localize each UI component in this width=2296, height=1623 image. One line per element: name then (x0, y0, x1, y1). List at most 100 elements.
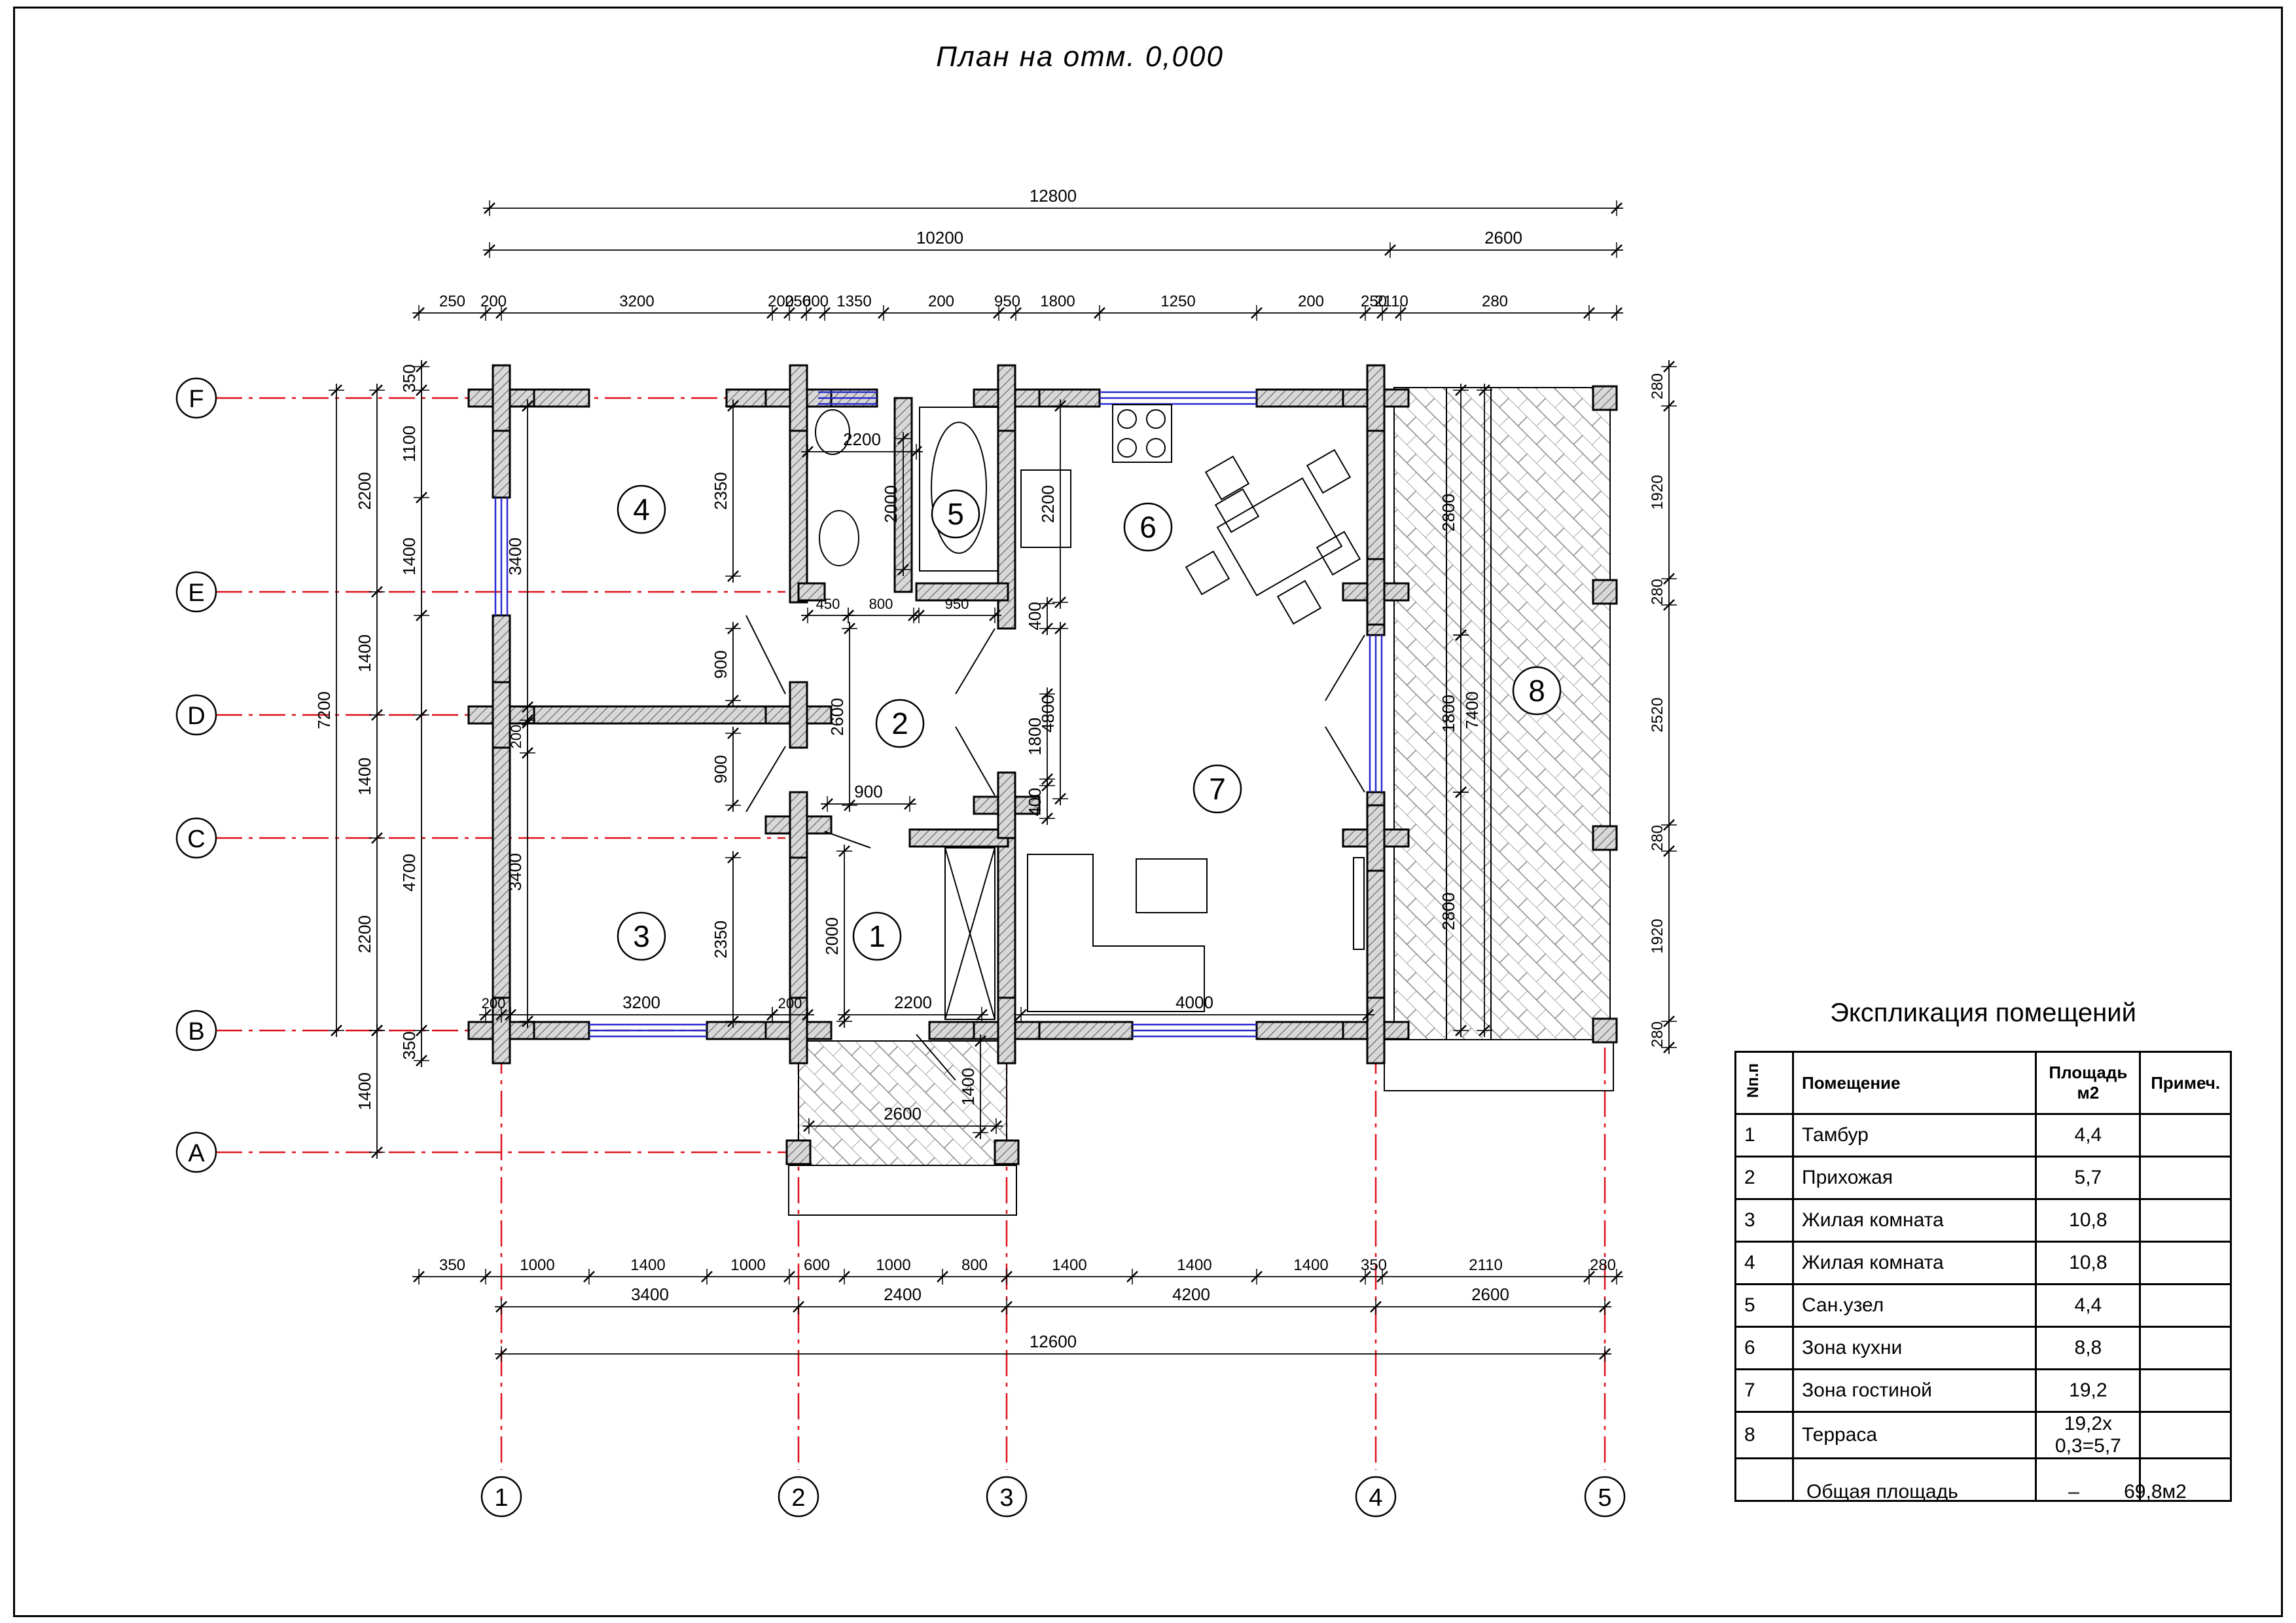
room-number-8: 8 (1528, 674, 1545, 708)
burner (1146, 438, 1166, 458)
axis-label-row-A: A (188, 1140, 205, 1167)
dim-top-chain: 200 (768, 293, 794, 310)
room-number-3: 3 (633, 919, 650, 953)
dim-bottom-chain: 1400 (1177, 1256, 1211, 1274)
total-area-label: Общая площадь (1806, 1481, 1958, 1503)
door-swing (745, 615, 786, 695)
room-number-2: 2 (891, 706, 908, 740)
wall (492, 614, 511, 1042)
explication-cell-n: 3 (1734, 1198, 1795, 1243)
explication-cell-note (2139, 1457, 2232, 1502)
door-swing (824, 831, 871, 848)
explication-cell-note (2139, 1411, 2232, 1459)
header-room: Помещение (1792, 1051, 2037, 1115)
dim-interior: 3200 (622, 993, 660, 1012)
kitchen-sink (1020, 469, 1071, 548)
chair (1204, 455, 1250, 501)
post (785, 1139, 812, 1165)
axis-label-col-4: 4 (1369, 1484, 1382, 1512)
dim-top-chain: 200 (480, 293, 507, 310)
axis-label-row-B: B (188, 1018, 204, 1046)
dim-right-outer: 2520 (1649, 697, 1666, 732)
explication-cell-area (2035, 1457, 2142, 1502)
dim-interior: 2200 (843, 429, 881, 449)
wall-cap-v (789, 791, 808, 859)
dim-top-total: 12800 (1030, 186, 1077, 206)
post (1592, 385, 1618, 411)
explication-cell-area: 19,2х 0,3=5,7 (2035, 1411, 2142, 1459)
room-number-6: 6 (1139, 510, 1157, 544)
axis-bubble-col (480, 1476, 522, 1518)
explication-cell-n: 4 (1734, 1241, 1795, 1285)
dim-right-inner: 2800 (1439, 494, 1458, 532)
explication-cell-note (2139, 1156, 2232, 1200)
explication-title: Экспликация помещений (1830, 998, 2136, 1027)
dim-interior: 2350 (711, 472, 730, 510)
wall-cap-v (1366, 804, 1386, 872)
dim-bottom-chain: 280 (1590, 1256, 1616, 1274)
explication-row (1734, 1457, 2232, 1502)
porch-step (788, 1165, 1017, 1216)
room-marker (1193, 764, 1242, 814)
window (494, 498, 509, 615)
window (818, 391, 877, 405)
room-number-5: 5 (947, 497, 964, 531)
dim-bottom-mid: 4200 (1172, 1285, 1210, 1304)
burner (1117, 438, 1137, 458)
explication-cell-name: Терраса (1792, 1411, 2037, 1459)
room-marker (617, 911, 666, 961)
explication-cell-area: 4,4 (2035, 1113, 2142, 1158)
dim-interior: 950 (945, 596, 969, 612)
explication-cell-n: 7 (1734, 1368, 1795, 1413)
bathtub (919, 407, 999, 572)
wall-cap-v (492, 364, 511, 432)
dim-interior: 3400 (505, 853, 525, 891)
room-marker (617, 484, 666, 534)
dim-interior: 2000 (822, 917, 842, 955)
corner-sofa (1027, 854, 1205, 1012)
dim-bottom-chain: 1400 (630, 1256, 665, 1274)
dim-top-chain: 950 (994, 293, 1020, 310)
dim-top-chain: 1350 (836, 293, 871, 310)
dim-interior: 400 (1025, 602, 1045, 630)
terrace-step (1384, 1039, 1614, 1091)
dim-bottom-chain: 1400 (1052, 1256, 1086, 1274)
dim-bottom-chain: 1000 (876, 1256, 910, 1274)
header-notes: Примеч. (2139, 1051, 2232, 1115)
dim-interior: 2200 (1038, 485, 1058, 523)
explication-cell-name: Сан.узел (1792, 1283, 2037, 1328)
toilet (815, 409, 850, 455)
explication-cell-name: Зона кухни (1792, 1326, 2037, 1370)
axis-label-col-2: 2 (791, 1484, 805, 1512)
dim-right-inner: 7400 (1462, 691, 1482, 729)
tv-stand (1353, 857, 1365, 950)
dim-bottom-mid: 3400 (631, 1285, 669, 1304)
room-marker (875, 699, 925, 748)
sink (819, 510, 859, 566)
dim-left-inner: 1100 (399, 426, 419, 462)
wardrobe-diag (944, 847, 996, 1020)
door-swing (1325, 726, 1365, 793)
explication-cell-n: 2 (1734, 1156, 1795, 1200)
sheet-frame (13, 7, 2283, 1617)
room-number-7: 7 (1209, 772, 1226, 806)
wall-cap-v (997, 771, 1016, 839)
explication-cell-note (2139, 1198, 2232, 1243)
dim-interior: 800 (869, 596, 893, 612)
wall (797, 582, 826, 602)
dim-interior: 4000 (1175, 993, 1213, 1012)
dim-right-inner: 1800 (1439, 695, 1458, 733)
dim-top-chain: 200 (928, 293, 954, 310)
dim-bottom-chain: 600 (804, 1256, 830, 1274)
dim-interior: 2600 (884, 1104, 922, 1123)
dim-right-outer: 280 (1649, 373, 1666, 399)
explication-cell-area: 10,8 (2035, 1241, 2142, 1285)
axis-bubble-row (175, 377, 217, 419)
dim-top-chain: 1800 (1040, 293, 1075, 310)
